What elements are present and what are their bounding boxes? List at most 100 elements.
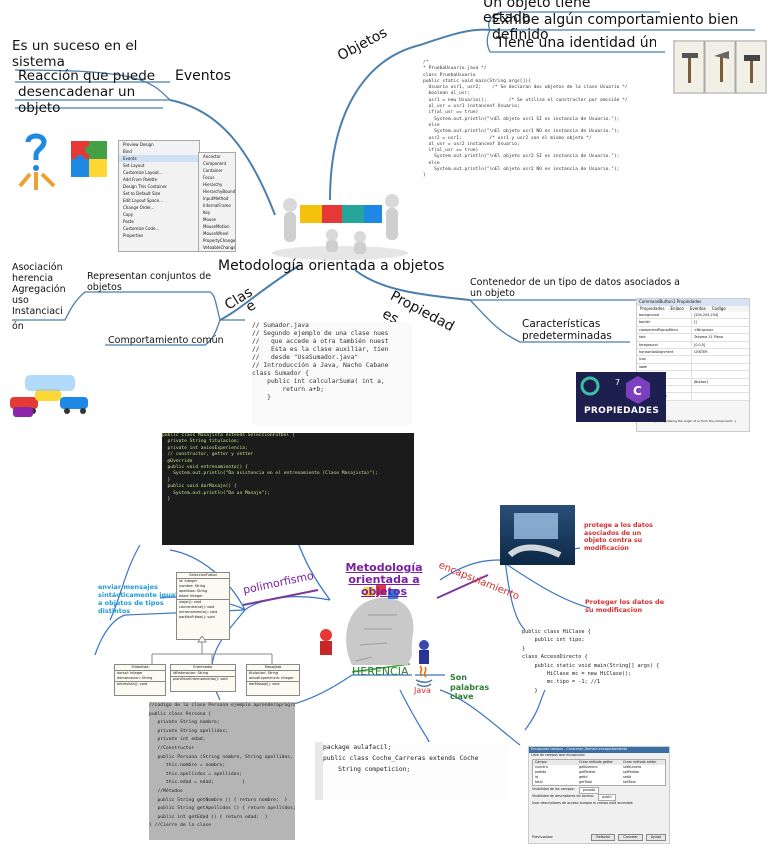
objetos-code-line: al_usr = usr1 instanceof Usuario; (423, 104, 520, 110)
property-key: background (639, 313, 660, 317)
property-value[interactable] (691, 393, 749, 400)
property-row[interactable]: foreground[0,0,0] (637, 341, 749, 349)
submenu-item[interactable]: InternalFrame (203, 203, 231, 208)
tab-propiedades[interactable]: Propiedades (637, 306, 668, 312)
property-value[interactable] (691, 385, 749, 393)
submenu-item[interactable]: HierarchyBounds (203, 189, 236, 194)
uml-method: viajar(): void (179, 600, 202, 604)
property-key: componentPopupMenu (639, 327, 678, 332)
persona-code-line: this.edad = edad; } (149, 780, 245, 786)
dialog-table-row[interactable]: pedido getPedido setPedido (533, 770, 665, 775)
tab-eventos[interactable]: Eventos (689, 306, 706, 311)
encap-desc-1: protege a los datos asociados de un obje… (584, 522, 653, 552)
property-row[interactable]: border[] (637, 319, 749, 327)
table-cell[interactable]: getId (579, 775, 588, 779)
tab-enlace[interactable]: Enlace (670, 306, 684, 311)
objetos-code-line: System.out.println("\nEl objeto usr1 SI … (423, 116, 620, 122)
table-cell[interactable]: getNumero (579, 765, 598, 769)
menu-item[interactable]: Customize Layout... (123, 170, 163, 175)
submenu-item[interactable]: MouseMotion (203, 224, 230, 229)
submenu-item[interactable]: Hierarchy (203, 182, 223, 187)
dialog-visibility-row: Visibilidad de los campos: privada (529, 787, 669, 794)
property-value[interactable]: Tahoma 11 Plano (691, 334, 749, 341)
menu-item[interactable]: Copy (123, 212, 134, 217)
use-accessors-checkbox[interactable]: Usar descriptores de acceso aunque el ca… (532, 801, 633, 805)
property-value[interactable] (691, 363, 749, 371)
menu-item[interactable]: Customize Code... (123, 226, 160, 231)
property-value[interactable]: jButton1 (691, 378, 749, 385)
property-key: label (639, 364, 648, 369)
table-cell[interactable]: getTotal (579, 780, 593, 784)
help-button[interactable]: Ayuda (645, 834, 666, 841)
property-value[interactable]: [204,204,204] (691, 312, 749, 319)
menu-item[interactable]: Events (119, 155, 199, 162)
menu-item[interactable]: Properties (123, 233, 144, 238)
persona-code-line: public String getApellidos () { return a… (149, 806, 295, 812)
table-cell[interactable]: setPedido (623, 770, 640, 774)
dialog-subtitle: Lista de campos que encapsular: (531, 753, 586, 757)
table-cell[interactable]: pedido (535, 770, 547, 774)
dialog-table-row[interactable]: id getId setId (533, 775, 665, 780)
property-row[interactable]: label (637, 363, 749, 372)
cancel-button[interactable]: Cancelar (618, 834, 643, 841)
table-cell[interactable]: getPedido (579, 770, 596, 774)
menu-item[interactable]: Add From Palette (123, 177, 158, 182)
preview-checkbox[interactable]: Previsualizar (532, 835, 553, 839)
property-value[interactable] (691, 356, 749, 363)
refactor-button[interactable]: Refactor (591, 834, 616, 841)
table-cell[interactable]: setTotal (623, 780, 636, 784)
hiclase-code-snippet: public class HiClase { public int tipo;}… (522, 628, 672, 740)
masajista-code-line: // constructor, getter y setter (162, 452, 254, 458)
masajista-code-line: @Override (162, 458, 193, 464)
menu-item[interactable]: Set to Default Size (123, 191, 161, 196)
dialog-table-row[interactable]: total getTotal setTotal (533, 780, 665, 785)
persona-code-line: public int getEdad () { return edad; } (149, 814, 268, 820)
property-value[interactable]: [] (691, 319, 749, 326)
property-row[interactable]: componentPopupMenu <Ninguno> (637, 326, 749, 335)
submenu-item[interactable]: Component (203, 161, 227, 166)
uml-inheritance-lines (151, 636, 273, 664)
masajista-code-line: private String titulacion; (162, 439, 240, 445)
table-cell[interactable]: numero (535, 765, 548, 769)
dialog-buttons: Refactor Cancelar Ayuda (591, 834, 666, 841)
table-cell[interactable]: setId (623, 775, 632, 779)
persona-code-line: private String apellidos; (149, 728, 229, 734)
submenu-item[interactable]: VetoableChange (203, 245, 236, 250)
submenu-item[interactable]: Focus (203, 175, 215, 180)
menu-item[interactable]: Preview Design (123, 142, 154, 147)
property-row[interactable]: background [204,204,204] (637, 312, 749, 320)
menu-item[interactable]: Design This Container (123, 184, 168, 189)
submenu-item[interactable]: Key (203, 210, 211, 215)
persona-code-snippet: //codigo de la clase Persona ejemplo apr… (149, 702, 295, 840)
submenu-item[interactable]: InputMethod (203, 196, 229, 201)
submenu-item[interactable]: Ancestor (203, 154, 221, 159)
tab-codigo[interactable]: Codigo (711, 306, 726, 311)
dialog-table-row[interactable]: numero getNumero setNumero (533, 765, 665, 770)
objetos-code-line: if(al_usr == true) (423, 148, 479, 154)
property-value[interactable]: [0,0,0] (691, 341, 749, 348)
masajista-code-line: } (162, 497, 171, 503)
events-context-menu: Preview Design Bind Events Set Layout Cu… (118, 140, 200, 252)
menu-item[interactable]: Set Layout (123, 163, 145, 168)
submenu-item[interactable]: MouseWheel (203, 231, 229, 236)
submenu-item[interactable]: Mouse (203, 217, 216, 222)
property-value[interactable] (691, 371, 749, 378)
visibility-select[interactable]: privada (578, 787, 600, 794)
table-cell[interactable]: total (535, 780, 543, 784)
property-value[interactable]: <Ninguno> (691, 326, 749, 334)
java-logo-icon: Java (412, 664, 436, 698)
accessor-select[interactable]: public (598, 794, 617, 801)
menu-item[interactable]: Edit Layout Space... (123, 198, 163, 203)
property-value[interactable]: CENTER (691, 348, 749, 356)
table-cell[interactable]: id (535, 775, 539, 779)
table-cell[interactable]: setNumero (623, 765, 642, 769)
objetos-code-line: usr1 = new Usuario(); /* Se utiliza el c… (423, 97, 628, 103)
property-row[interactable]: icon (637, 356, 749, 364)
menu-item[interactable]: Change Order... (123, 205, 155, 210)
submenu-item[interactable]: Container (203, 168, 223, 173)
menu-item[interactable]: Bind (123, 149, 132, 154)
menu-item[interactable]: Paste (123, 219, 134, 224)
submenu-item[interactable]: PropertyChange (203, 238, 236, 243)
